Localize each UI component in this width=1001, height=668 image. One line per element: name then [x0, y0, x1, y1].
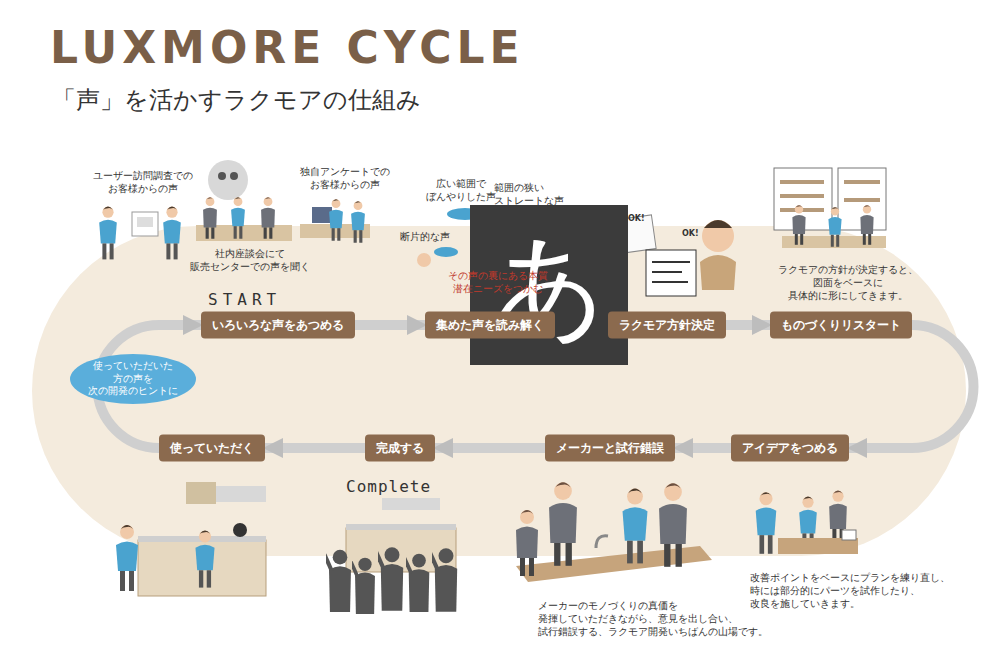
note: その声の裏にある本質 潜在ニーズをつかむ	[430, 270, 566, 296]
hint-oval: 使っていただいた 方の声を 次の開発のヒントに	[69, 353, 197, 405]
step-text: ラクモア方針決定	[619, 318, 715, 332]
visit-scene	[99, 207, 181, 260]
step-box: 集めた声を読み解く	[425, 312, 555, 339]
step-text: 集めた声を読み解く	[436, 318, 544, 332]
use-scene	[116, 482, 266, 596]
step-text: メーカーと試行錯誤	[556, 441, 664, 455]
note: メーカーのモノづくりの真価を 発揮していただきながら、意見を出し合い、 試行錯誤…	[538, 600, 798, 638]
ok-mark: OK!	[628, 214, 645, 225]
step-text: 完成する	[376, 441, 424, 455]
idea-scene	[756, 491, 858, 554]
complete-scene	[323, 498, 458, 614]
cycle-connector	[355, 320, 425, 330]
complete-label: Complete	[346, 476, 431, 498]
cycle-connector	[265, 443, 365, 453]
step-box: いろいろな声をあつめる	[201, 312, 355, 339]
note: 広い範囲で ぼんやりした声	[418, 178, 504, 204]
cycle-connector	[435, 443, 545, 453]
step-text: アイデアをつめる	[742, 441, 838, 455]
note: ユーザー訪問調査での お客様からの声	[86, 170, 200, 196]
note: ラクモアの方針が決定すると、 図面をベースに 具体的に形にしてきます。	[768, 264, 928, 302]
note: 独自アンケートでの お客様からの声	[288, 166, 402, 192]
cycle-connector	[726, 320, 770, 330]
note: 社内座談会にて 販売センターでの声を聞く	[180, 248, 320, 274]
step-text: 使っていただく	[170, 441, 254, 455]
note: 改善ポイントをベースにプランを練り直し、 時には部分的にパーツを試作したり、 改…	[750, 572, 1000, 610]
drawing-meeting-scene	[774, 168, 886, 248]
ok-mark: OK!	[682, 229, 699, 240]
step-text: 使っていただいた 方の声を 次の開発のヒントに	[83, 360, 183, 398]
step-box: ラクモア方針決定	[608, 312, 726, 339]
step-text: ものづくりリスタート	[781, 318, 901, 332]
note: 断片的な声	[400, 231, 450, 244]
step-text: いろいろな声をあつめる	[212, 318, 344, 332]
step-box: 完成する	[365, 435, 435, 462]
subtitle: 「声」を活かすラクモアの仕組み	[52, 84, 421, 116]
cycle-connector	[675, 443, 731, 453]
step-box: ものづくりリスタート	[770, 312, 912, 339]
step-box: 使っていただく	[159, 435, 265, 462]
note: 範囲の狭い ストレートな声	[494, 182, 580, 208]
start-label: START	[208, 289, 281, 311]
maker-scene	[516, 482, 712, 582]
step-box: メーカーと試行錯誤	[545, 435, 675, 462]
cycle-connector	[849, 325, 973, 448]
diagram-title: LUXMORE CYCLE	[50, 22, 525, 73]
meeting-scene	[196, 160, 292, 241]
loop-ground	[32, 226, 966, 556]
step-box: アイデアをつめる	[731, 435, 849, 462]
survey-scene	[300, 199, 370, 242]
